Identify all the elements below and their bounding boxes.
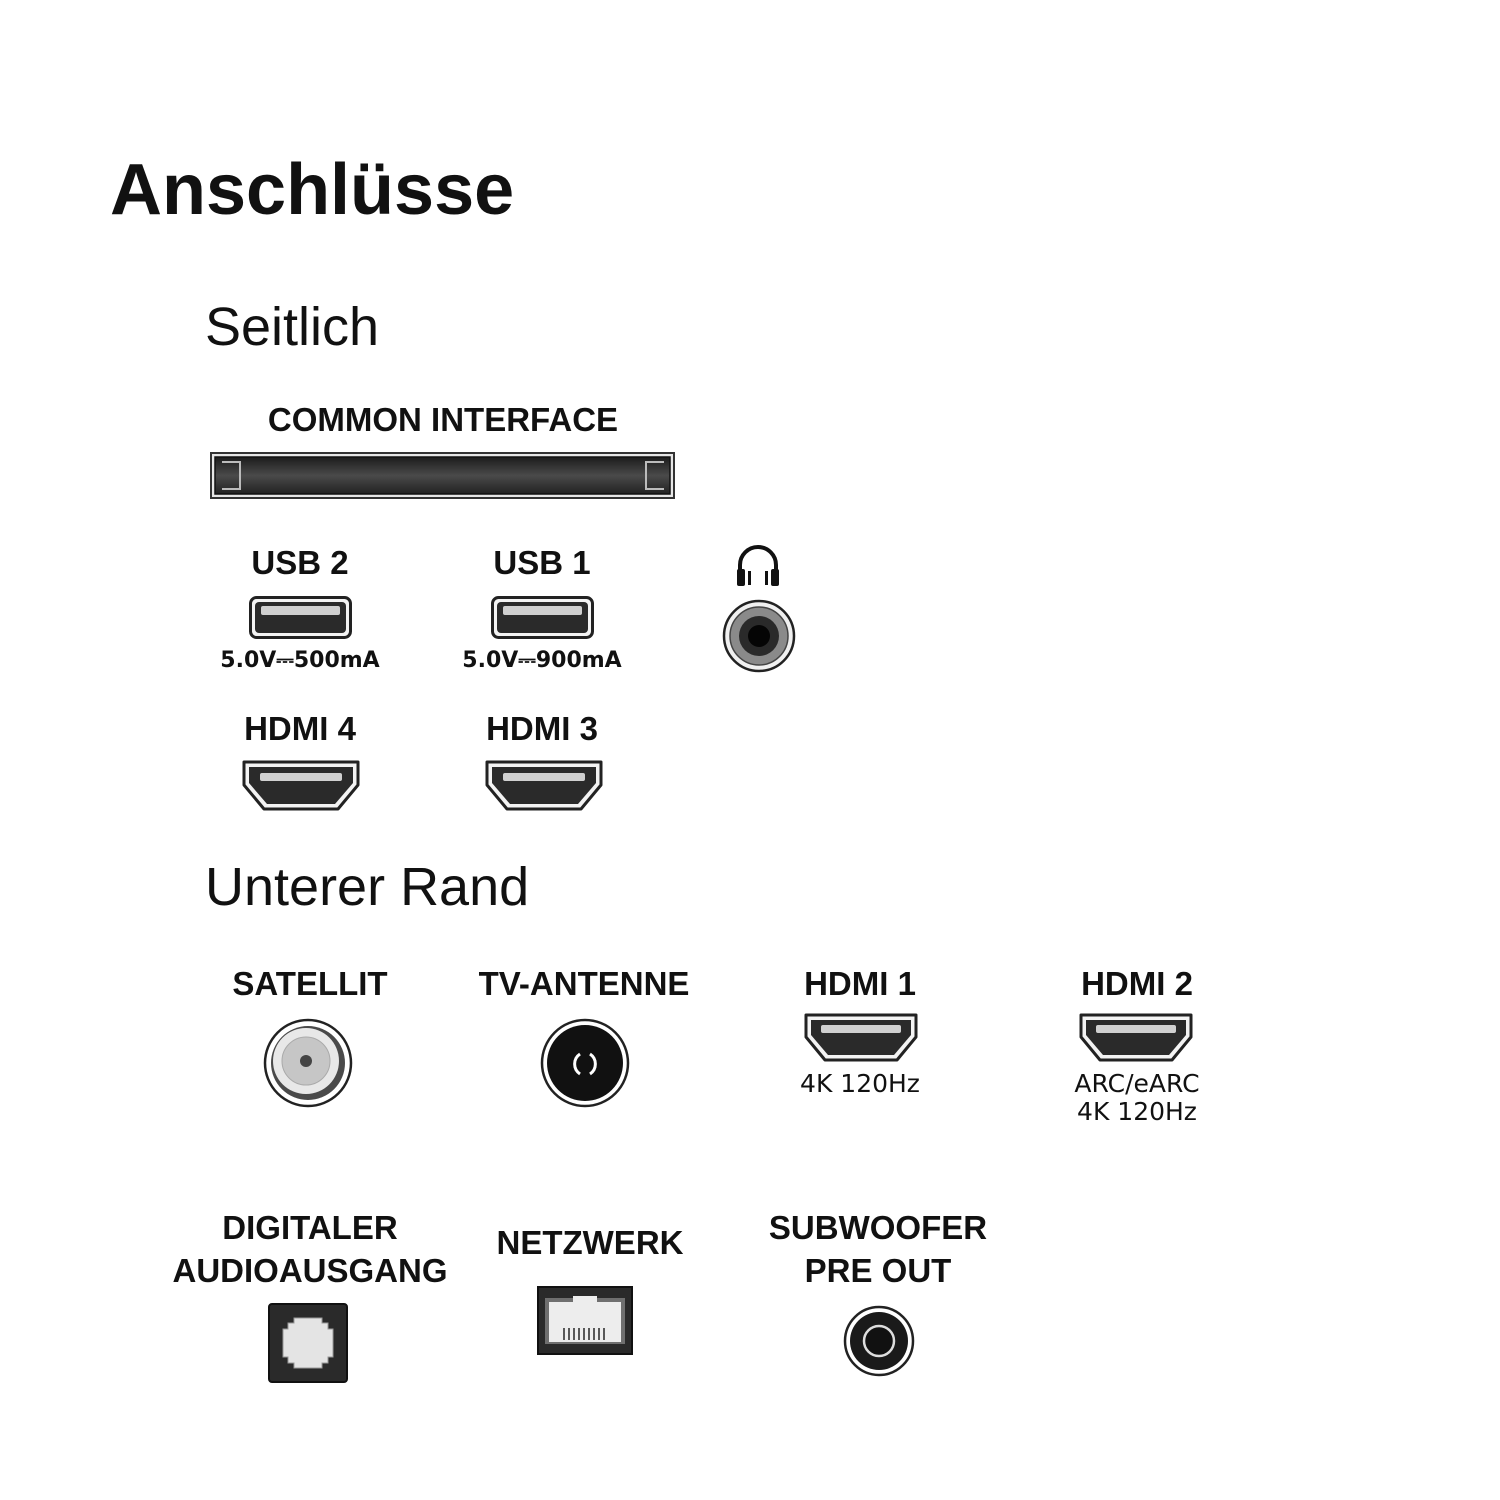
- headphone-jack-icon: [722, 599, 796, 673]
- antenna-port-icon: [540, 1018, 630, 1108]
- hdmi1-label: HDMI 1: [804, 965, 916, 1002]
- subwoofer-label-line2: PRE OUT: [804, 1252, 952, 1289]
- hdmi3-label: HDMI 3: [486, 710, 598, 747]
- satellite-label: SATELLIT: [232, 965, 388, 1002]
- usb1-label: USB 1: [493, 544, 591, 581]
- usb1-spec: 5.0V⎓900mA: [462, 648, 622, 673]
- antenna-label: TV-ANTENNE: [478, 965, 690, 1002]
- subwoofer-port-icon: [843, 1305, 915, 1377]
- usb1-port-icon: [491, 596, 594, 639]
- network-label: NETZWERK: [496, 1224, 684, 1261]
- satellite-port-icon: [263, 1018, 353, 1108]
- hdmi2-label: HDMI 2: [1081, 965, 1193, 1002]
- headphone-icon: [737, 545, 779, 586]
- network-port-icon: [537, 1286, 633, 1355]
- section-heading-bottom: Unterer Rand: [205, 857, 530, 917]
- hdmi1-port-icon: [804, 1013, 918, 1062]
- usb2-spec: 5.0V⎓500mA: [220, 648, 380, 673]
- page-title: Anschlüsse: [110, 150, 515, 230]
- hdmi4-label: HDMI 4: [244, 710, 356, 747]
- hdmi2-spec-line1: ARC/eARC: [1074, 1069, 1200, 1098]
- subwoofer-label-line1: SUBWOOFER: [768, 1209, 988, 1246]
- optical-label-line1: DIGITALER: [222, 1209, 398, 1246]
- section-heading-side: Seitlich: [205, 297, 380, 357]
- hdmi4-port-icon: [242, 760, 360, 811]
- optical-port-icon: [268, 1303, 348, 1383]
- common-interface-slot-icon: [210, 452, 675, 499]
- hdmi2-port-icon: [1079, 1013, 1193, 1062]
- optical-label-line2: AUDIOAUSGANG: [172, 1252, 448, 1289]
- usb2-label: USB 2: [251, 544, 349, 581]
- common-interface-label: COMMON INTERFACE: [267, 401, 619, 438]
- hdmi2-spec-line2: 4K 120Hz: [1077, 1097, 1197, 1126]
- hdmi1-spec: 4K 120Hz: [800, 1069, 920, 1098]
- usb2-port-icon: [249, 596, 352, 639]
- hdmi3-port-icon: [485, 760, 603, 811]
